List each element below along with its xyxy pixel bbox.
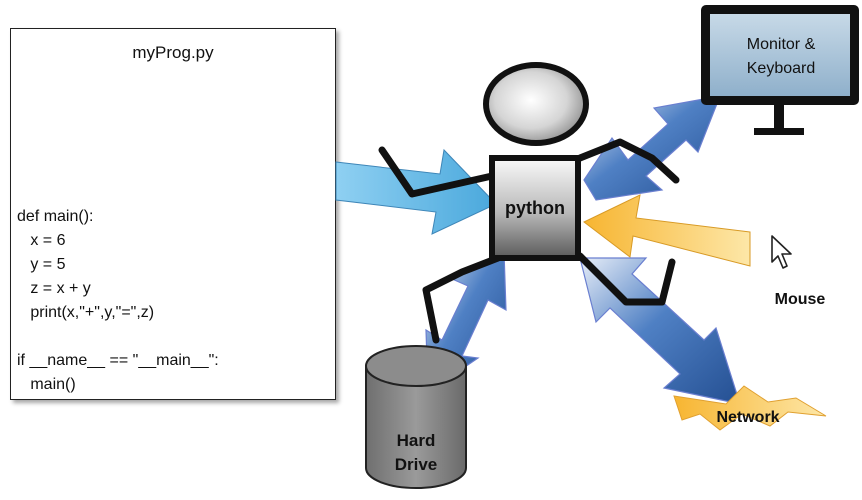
python-body [489,155,581,261]
monitor-keyboard-device [701,5,859,135]
drive-label-line1: Hard [397,431,436,450]
code-line: def main(): [17,208,94,225]
code-line: x = 6 [17,232,66,249]
source-filename: myProg.py [132,43,214,62]
monitor-label-line1: Monitor & [747,36,816,53]
monitor-label-line2: Keyboard [747,60,816,77]
mouse-cursor-icon [771,235,792,269]
source-file-panel: myProg.py def main(): x = 6 y = 5 z = x … [10,28,336,400]
code-line: if __name__ == "__main__": [17,352,219,369]
python-head [483,62,589,146]
monitor-screen [710,14,850,96]
code-line: main() [17,376,76,393]
mouse-input-arrow [583,194,751,267]
code-line: y = 5 [17,256,66,273]
python-limbs [378,138,680,344]
drive-label-line2: Drive [395,455,438,474]
mouse-label: Mouse [775,291,826,308]
source-code: def main(): x = 6 y = 5 z = x + y print(… [17,205,219,397]
network-label: Network [716,409,779,426]
monitor-io-arrow [583,95,721,201]
monitor-base [754,128,804,135]
code-line: print(x,"+",y,"=",z) [17,304,155,321]
monitor-stand [774,104,784,128]
network-bolt-icon [673,385,827,431]
hard-drive-device [365,345,467,489]
code-line: z = x + y [17,280,91,297]
python-label: python [505,198,565,218]
